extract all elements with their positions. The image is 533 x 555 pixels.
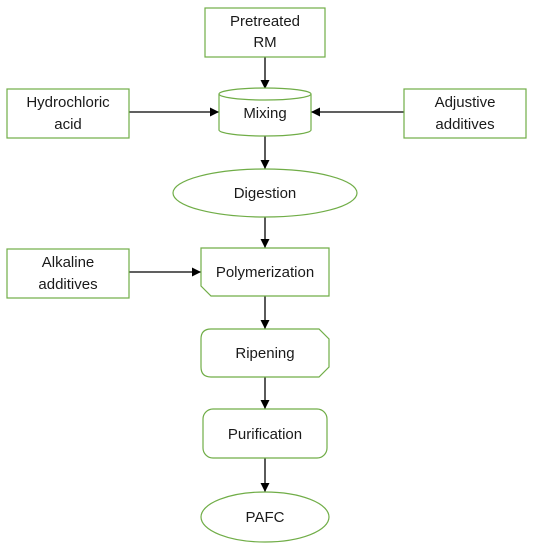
node-mixing-label: Mixing [243, 105, 286, 122]
node-mixing: Mixing [218, 87, 312, 137]
node-hydrochloric-acid: Hydrochloric acid [6, 88, 130, 139]
node-digestion-shape [172, 168, 358, 218]
node-adjustive-additives-shape [403, 88, 527, 139]
node-pafc-label: PAFC [246, 509, 285, 526]
node-polymerization: Polymerization [200, 247, 330, 297]
node-pretreated-rm: Pretreated RM [204, 7, 326, 58]
node-pafc: PAFC [200, 491, 330, 543]
node-pafc-shape [200, 491, 330, 543]
node-digestion: Digestion [172, 168, 358, 218]
node-polymerization-label: Polymerization [216, 264, 314, 281]
node-alkaline-additives: Alkaline additives [6, 248, 130, 299]
node-purification-label: Purification [228, 426, 302, 443]
node-alkaline-additives-label-line2: additives [38, 276, 97, 293]
node-alkaline-additives-shape [6, 248, 130, 299]
node-hydrochloric-acid-shape [6, 88, 130, 139]
node-purification-shape [202, 408, 328, 459]
node-ripening-shape [200, 328, 330, 378]
node-adjustive-additives-label-line2: additives [435, 116, 494, 133]
node-digestion-label: Digestion [234, 185, 297, 202]
node-ripening-label: Ripening [235, 345, 294, 362]
node-mixing-top-rim [218, 93, 312, 101]
node-hydrochloric-acid-label-line2: acid [54, 116, 82, 133]
node-purification: Purification [202, 408, 328, 459]
node-ripening: Ripening [200, 328, 330, 378]
node-pretreated-rm-shape [204, 7, 326, 58]
node-alkaline-additives-label-line1: Alkaline [42, 254, 95, 271]
node-adjustive-additives-label-line1: Adjustive [435, 94, 496, 111]
node-pretreated-rm-label-line2: RM [253, 34, 276, 51]
edges [129, 57, 404, 492]
node-polymerization-shape [200, 247, 330, 297]
node-hydrochloric-acid-label-line1: Hydrochloric [26, 94, 110, 111]
node-mixing-shape [218, 87, 312, 137]
node-pretreated-rm-label-line1: Pretreated [230, 13, 300, 30]
node-adjustive-additives: Adjustive additives [403, 88, 527, 139]
